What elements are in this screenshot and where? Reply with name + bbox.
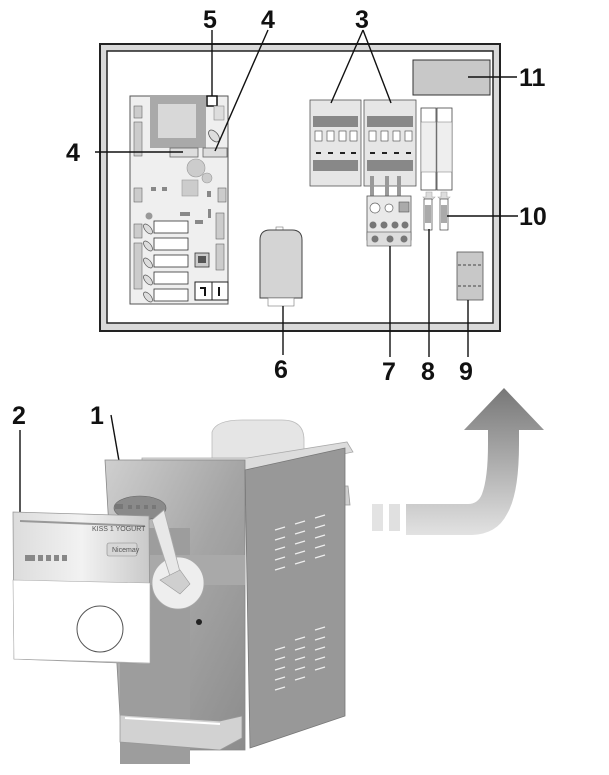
callout-4-top: 4	[261, 6, 275, 34]
callout-11: 11	[519, 64, 546, 92]
brand-label: Nicemay	[112, 547, 140, 554]
capacitor	[259, 226, 303, 307]
callout-8: 8	[421, 358, 435, 386]
control-board-pcb	[129, 95, 229, 305]
contactor-left	[309, 99, 362, 187]
callout-6: 6	[274, 356, 288, 384]
contactor-right	[363, 99, 417, 187]
callout-3: 3	[355, 6, 369, 34]
leader-lines	[19, 29, 518, 512]
callout-5: 5	[203, 6, 217, 34]
callout-2: 2	[12, 402, 26, 430]
callout-1: 1	[90, 402, 104, 430]
pcb-component-5	[206, 95, 218, 107]
thermal-overload-relay	[366, 176, 412, 247]
contactors	[309, 99, 417, 187]
callout-10: 10	[519, 203, 547, 231]
model-label: KISS 1 YOGURT	[92, 526, 146, 533]
soft-serve-machine: KISS 1 YOGURT Nicemay	[12, 419, 354, 764]
pcb-fuse-right	[202, 147, 228, 158]
fuse-holders	[420, 107, 453, 231]
callout-9: 9	[459, 358, 473, 386]
direction-arrow	[372, 388, 544, 535]
callout-4-left: 4	[66, 139, 80, 167]
terminal-block	[456, 251, 484, 301]
callout-7: 7	[382, 358, 396, 386]
callout-labels: 5 4 3 4 11 10 6 7 8 9 1 2	[12, 6, 547, 430]
